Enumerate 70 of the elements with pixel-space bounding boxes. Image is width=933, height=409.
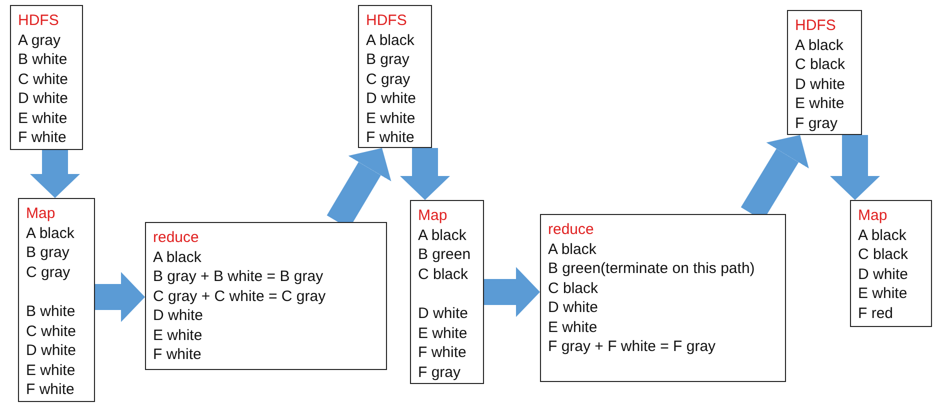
list-item: B white [18,50,68,70]
data-box [787,10,862,135]
block-arrow [830,135,880,200]
list-item: F gray [418,362,462,382]
block-arrow [30,150,80,198]
data-box [18,198,95,402]
list-item: D white [366,89,418,108]
list-item: D white [858,264,910,284]
list-item: B gray [366,50,410,70]
list-item: E white [18,108,68,128]
block-arrow [95,272,145,322]
list-item: C white [18,70,70,89]
box-heading: HDFS [366,11,408,30]
list-item: A black [26,224,76,243]
box-heading: reduce [548,220,595,240]
data-box [10,5,83,150]
list-item: C gray [366,70,412,89]
list-item: F gray + F white = F gray [548,337,717,356]
list-item: E white [548,318,598,337]
data-box [850,200,932,327]
list-item: A black [418,226,468,245]
box-heading: HDFS [795,16,837,36]
list-item: B gray + B white = B gray [153,267,324,286]
list-item: A black [795,36,844,55]
data-box [410,200,484,384]
list-item: E white [418,324,468,343]
list-item: B white [26,302,76,322]
data-box [540,214,786,382]
list-item: F white [153,345,202,364]
list-item: D white [153,306,204,326]
list-item: F white [26,380,76,400]
list-item: C gray + C white = C gray [153,286,327,306]
data-box [358,5,432,148]
list-item: C black [548,278,600,298]
list-item: D white [18,89,70,108]
list-item: B gray [26,243,70,262]
list-item: E white [366,108,416,128]
block-arrow [484,267,540,317]
list-item: B green(terminate on this path) [548,259,756,278]
list-item: D white [418,304,470,324]
box-heading: Map [418,206,448,226]
list-item: F white [18,128,68,148]
list-item: E white [153,326,204,345]
list-item: C gray [26,262,72,282]
list-item: B green [418,245,472,264]
box-heading: HDFS [18,11,60,30]
list-item: E white [26,360,76,380]
list-item: C black [858,245,910,264]
list-item: D white [548,298,600,318]
list-item: F gray [795,114,839,133]
list-item: A gray [18,30,62,50]
list-item: F red [858,304,894,323]
list-item: E white [858,284,908,304]
list-item: E white [795,94,846,114]
list-item: A black [548,240,598,259]
list-item: F white [418,343,468,362]
list-item: C black [795,55,846,74]
box-heading: Map [26,204,56,224]
data-box [145,222,387,370]
list-item: D white [795,74,846,94]
box-heading: Map [858,206,888,226]
block-arrow [400,148,450,200]
list-item: F white [366,128,416,148]
list-item: C white [26,322,78,341]
list-item: C black [418,264,470,284]
list-item: A black [366,30,416,50]
list-item: D white [26,341,78,360]
box-heading: reduce [153,228,200,248]
list-item: A black [153,248,202,267]
list-item: A black [858,226,908,245]
